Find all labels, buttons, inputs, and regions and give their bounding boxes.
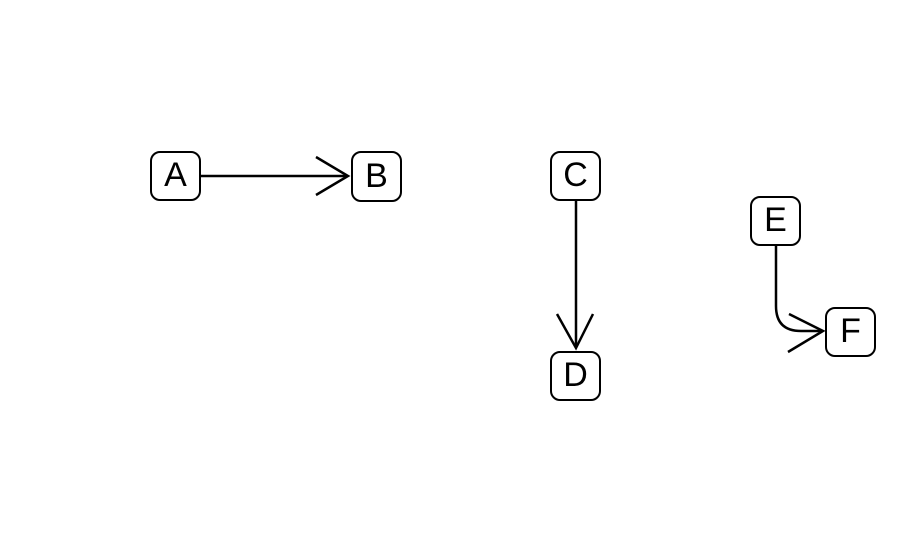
node-label: B — [365, 156, 388, 195]
node-C: C — [550, 151, 601, 201]
node-label: A — [164, 156, 187, 194]
node-E: E — [750, 196, 801, 246]
node-label: E — [764, 201, 787, 239]
node-label: C — [563, 156, 588, 194]
node-label: F — [840, 312, 861, 350]
node-label: D — [563, 356, 588, 394]
node-B: B — [351, 151, 402, 202]
node-A: A — [150, 151, 201, 201]
edge-E-F — [774, 246, 826, 354]
open-arrowhead-icon — [787, 312, 826, 354]
edge-C-D — [555, 201, 595, 351]
edge-line — [774, 246, 821, 333]
node-F: F — [825, 307, 876, 357]
open-arrowhead-icon — [555, 313, 595, 351]
node-D: D — [550, 351, 601, 401]
open-arrowhead-icon — [315, 155, 351, 197]
edge-A-B — [201, 155, 351, 197]
